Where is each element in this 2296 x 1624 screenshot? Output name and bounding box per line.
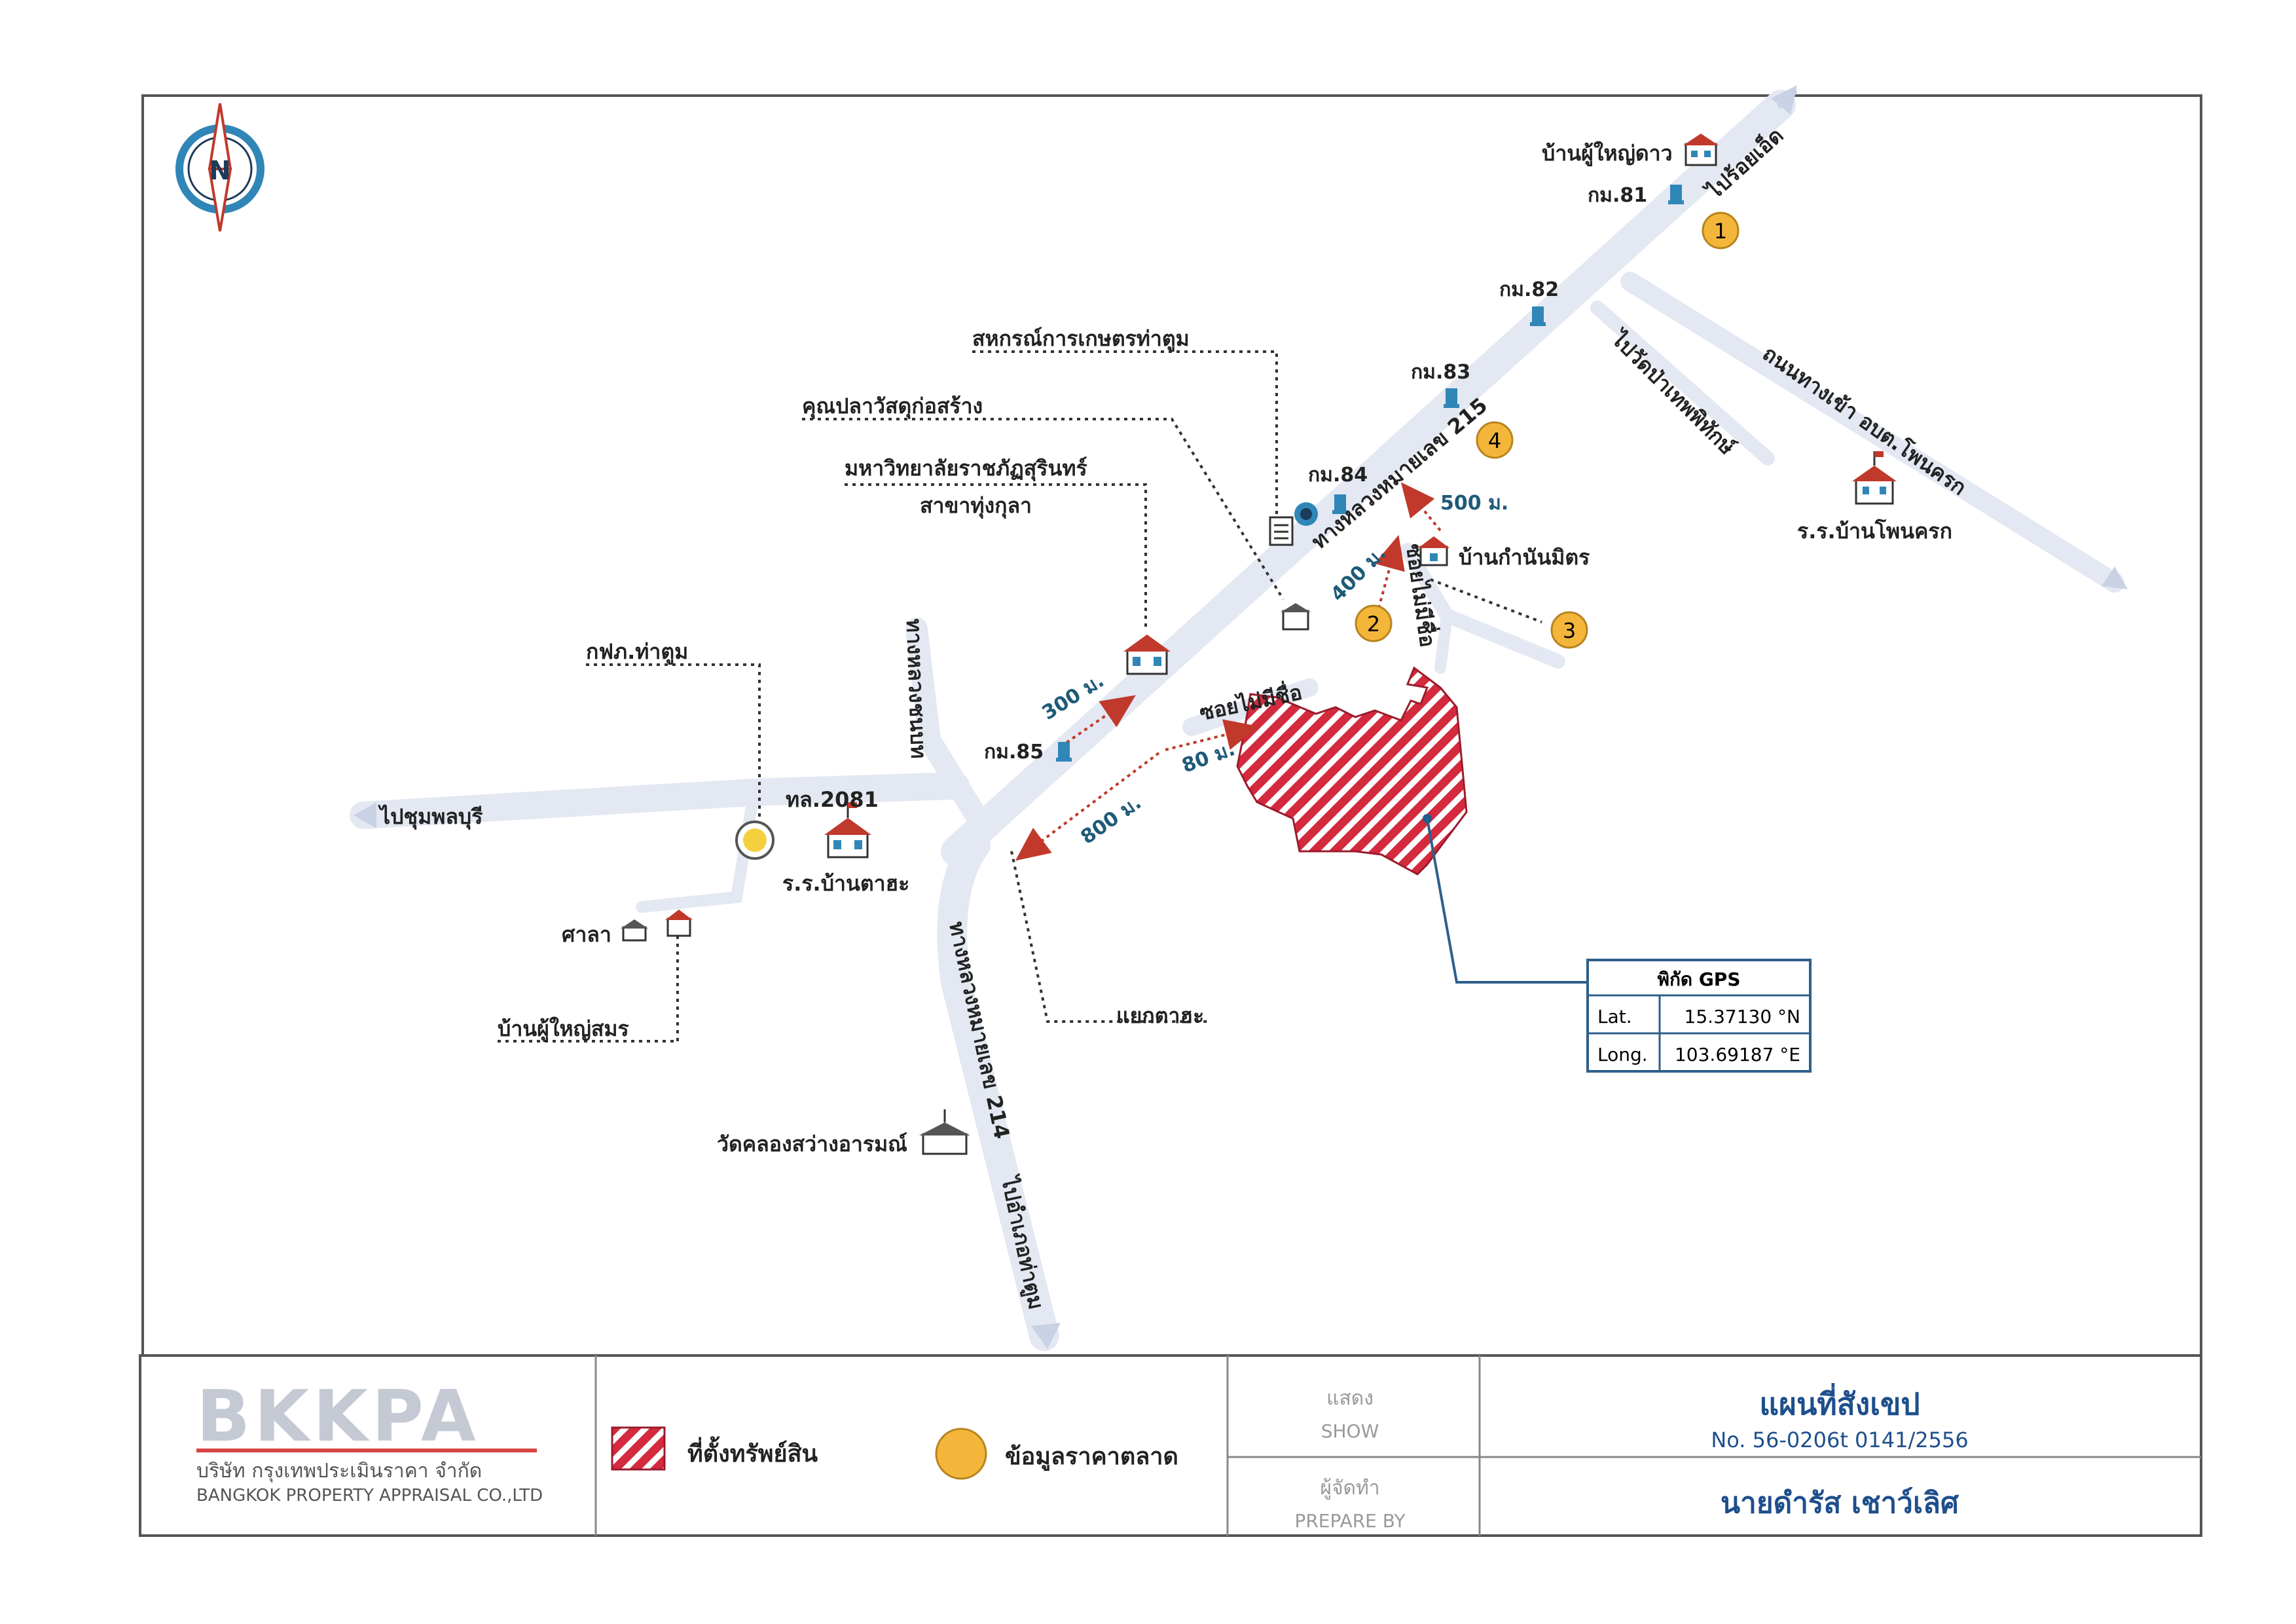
label-university-1: มหาวิทยาลัยราชภัฏสุรินทร์: [845, 456, 1087, 482]
market-point-2[interactable]: 2: [1355, 604, 1393, 642]
legend-market-swatch: [935, 1428, 987, 1480]
compass-label: N: [209, 156, 230, 186]
label-to-chumphon-buri: ไปชุมพลบุรี: [378, 804, 483, 830]
prepare-label-th: ผู้จัดทำ: [1320, 1477, 1379, 1500]
label-km-81: กม.81: [1588, 184, 1647, 207]
label-ban-phuyai-samon: บ้านผู้ใหญ่สมร: [498, 1016, 629, 1043]
arrow-roi-et-icon: [1771, 85, 1797, 115]
km-post-icon: [1056, 742, 1072, 762]
document-number: No. 56-0206t 0141/2556: [1711, 1428, 1968, 1452]
company-name-th: บริษัท กรุงเทพประเมินราคา จำกัด: [196, 1460, 482, 1483]
gps-lat-value: 15.37130 °N: [1685, 1006, 1800, 1027]
label-ban-kamnan: บ้านกำนันมิตร: [1459, 545, 1590, 570]
label-distance-500: 500 ม.: [1440, 492, 1508, 515]
gps-title: พิกัด GPS: [1657, 969, 1740, 990]
coop-icon: [1269, 516, 1294, 546]
gps-long-value: 103.69187 °E: [1675, 1044, 1800, 1065]
label-coop: สหกรณ์การเกษตรท่าตูม: [972, 326, 1190, 352]
house-icon: [665, 910, 693, 937]
sala-icon: [621, 919, 648, 942]
shop-icon: [1281, 603, 1311, 631]
km-post-icon: [1444, 388, 1459, 408]
market-point-1[interactable]: 1: [1702, 212, 1740, 249]
label-distance-800: 800 ม.: [1077, 791, 1146, 849]
university-icon: [1123, 635, 1171, 675]
road-2081: [350, 772, 970, 829]
preparer-name: นายดำรัส เชาว์เลิศ: [1721, 1486, 1959, 1520]
market-point-3[interactable]: 3: [1550, 611, 1588, 649]
label-distance-400: 400 ม.: [1326, 542, 1391, 606]
legend-property-label: ที่ตั้งทรัพย์สิน: [687, 1436, 818, 1467]
compass-icon: N: [175, 103, 264, 232]
arrow-tha-tum-icon: [1031, 1323, 1061, 1349]
wat-road: [1590, 301, 1775, 466]
svg-text:1: 1: [1714, 219, 1727, 244]
gps-table: พิกัด GPS Lat. 15.37130 °N Long. 103.691…: [1586, 959, 1812, 1073]
market-points: 1 2 3 4: [1355, 212, 1740, 649]
road-network: [350, 88, 2124, 1351]
school-icon: [824, 802, 871, 858]
arrow-chumphon-icon: [354, 802, 376, 828]
gps-pointer-line: [1426, 818, 1591, 984]
label-wat: วัดคลองสว่างอารมณ์: [717, 1132, 907, 1156]
leader-lines: [498, 350, 1542, 1043]
legend-market-label: ข้อมูลราคาตลาด: [1005, 1443, 1178, 1471]
temple-icon: [919, 1109, 970, 1155]
label-km-82: กม.82: [1499, 278, 1559, 301]
legend-property-swatch: [611, 1426, 666, 1471]
school-icon: [1852, 451, 1897, 505]
svg-text:4: 4: [1488, 428, 1501, 453]
label-rural-road: ทางหลวงชนบท: [902, 618, 931, 759]
svg-text:3: 3: [1563, 618, 1576, 643]
distance-arrows: [1015, 482, 1442, 861]
rural-road: [905, 618, 993, 836]
title-block: BKKPA บริษัท กรุงเทพประเมินราคา จำกัด BA…: [139, 1354, 2202, 1537]
market-point-4[interactable]: 4: [1476, 421, 1514, 459]
km-post-icon: [1530, 306, 1546, 326]
km-post-icon: [1332, 494, 1348, 514]
gps-lat-label: Lat.: [1597, 1006, 1632, 1027]
arrow-entrance-icon: [2102, 566, 2128, 589]
svg-text:2: 2: [1367, 612, 1380, 637]
label-pea: กฟภ.ท่าตูม: [586, 639, 688, 665]
house-icon: [1418, 536, 1449, 566]
highway-214: [937, 830, 1059, 1351]
label-ban-phuyai-dao: บ้านผู้ใหญ่ดาว: [1542, 141, 1673, 167]
company-logo: BKKPA: [196, 1376, 480, 1458]
building-icons: [621, 134, 1897, 1155]
label-school-phonkrok: ร.ร.บ้านโพนครก: [1797, 519, 1952, 544]
entrance-road: [1620, 272, 2124, 593]
house-icon: [1683, 134, 1719, 166]
local-road: [636, 793, 759, 913]
label-school-taha: ร.ร.บ้านตาฮะ: [782, 871, 909, 896]
power-office-icon: [735, 821, 774, 860]
label-yaek-taha: แยกตาฮะ: [1116, 1003, 1204, 1028]
map-frame: [141, 94, 2202, 1357]
label-to-tha-tum: ไปอำเภอท่าตูม: [995, 1173, 1049, 1312]
show-label-th: แสดง: [1326, 1387, 1374, 1410]
km-post-markers: [1056, 185, 1684, 762]
highway-215: [941, 90, 1796, 866]
label-pipe-shop: คุณปลาวัสดุก่อสร้าง: [802, 394, 983, 420]
company-name-en: BANGKOK PROPERTY APPRAISAL CO.,LTD: [196, 1486, 543, 1505]
tank-icon: [1294, 502, 1318, 526]
gps-long-label: Long.: [1597, 1044, 1648, 1065]
label-university-2: สาขาทุ่งกุลา: [920, 493, 1032, 519]
km-labels: กม.81 กม.82 กม.83 กม.84 กม.85: [984, 184, 1647, 764]
map-title: แผนที่สังเขป: [1759, 1383, 1920, 1422]
label-km-84: กม.84: [1308, 464, 1368, 487]
property-parcel: [1236, 666, 1468, 876]
label-road-2081: ทล.2081: [786, 787, 879, 812]
label-km-85: กม.85: [984, 741, 1044, 764]
landmark-labels: บ้านผู้ใหญ่ดาว สหกรณ์การเกษตรท่าตูม คุณป…: [498, 141, 1952, 1156]
label-sala: ศาลา: [562, 922, 611, 947]
km-post-icon: [1668, 185, 1684, 204]
show-label-en: SHOW: [1321, 1420, 1379, 1442]
prepare-label-en: PREPARE BY: [1294, 1510, 1406, 1532]
label-km-83: กม.83: [1411, 361, 1470, 384]
